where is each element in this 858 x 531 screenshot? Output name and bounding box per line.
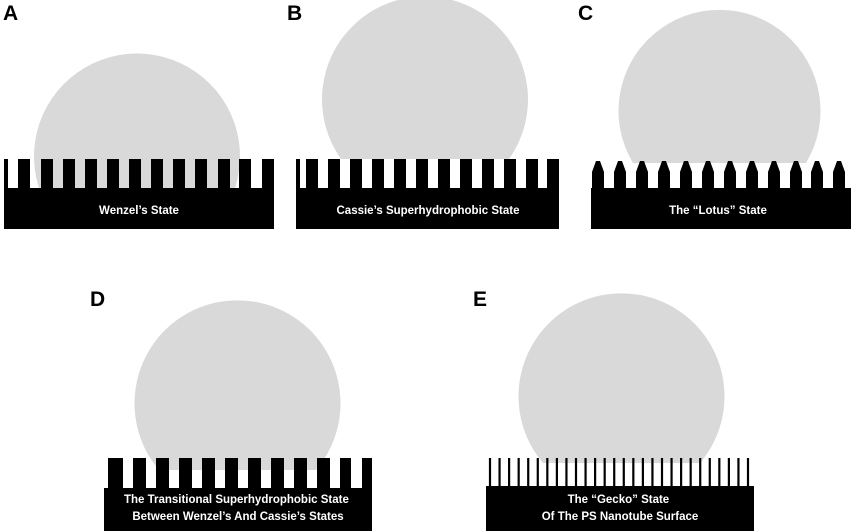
panel-d-surface: [104, 458, 372, 531]
panel-b: B Cassie’s Superhydrophobic State: [287, 0, 559, 229]
panel-c: C The “Lotus” State: [578, 2, 851, 229]
nanotube-pillar: [574, 458, 578, 488]
panel-e-nanotube-array: [488, 458, 750, 488]
panel-c-surface: [591, 161, 851, 229]
nanotube-pillar: [488, 458, 492, 488]
panel-a-caption-line-1: Wenzel’s State: [99, 205, 179, 217]
nanotube-pillar: [708, 458, 711, 488]
nanotube-pillar: [641, 458, 644, 488]
nanotube-pillar: [613, 458, 616, 488]
panel-d-caption-line-1: The Transitional Superhydrophobic State: [124, 494, 349, 506]
nanotube-pillar: [622, 458, 625, 488]
panel-a: A Wenzel’s State: [3, 2, 274, 229]
panel-d-caption-line-2: Between Wenzel’s And Cassie’s States: [132, 511, 343, 523]
nanotube-pillar: [727, 458, 730, 488]
nanotube-pillar: [584, 458, 587, 488]
panel-c-caption-line-1: The “Lotus” State: [669, 205, 767, 217]
nanotube-pillar: [527, 458, 530, 488]
panel-d-caption: The Transitional Superhydrophobic State …: [124, 494, 352, 523]
nanotube-pillar: [660, 458, 664, 488]
panel-b-droplet: [322, 0, 528, 159]
panel-b-letter: B: [287, 2, 302, 25]
panel-e-letter: E: [473, 288, 487, 311]
panel-e-caption: The “Gecko” State Of The PS Nanotube Sur…: [542, 494, 699, 523]
panel-e-caption-line-2: Of The PS Nanotube Surface: [542, 511, 699, 523]
nanotube-pillar: [746, 458, 750, 488]
nanotube-pillar: [699, 458, 702, 488]
nanotube-pillar: [632, 458, 635, 488]
nanotube-pillar: [737, 458, 740, 488]
nanotube-pillar: [498, 458, 501, 488]
panel-b-caption-line-1: Cassie’s Superhydrophobic State: [337, 205, 520, 217]
nanotube-pillar: [508, 458, 511, 488]
panel-a-letter: A: [3, 2, 18, 25]
nanotube-pillar: [517, 458, 520, 488]
nanotube-pillar: [603, 458, 606, 488]
nanotube-pillar: [555, 458, 558, 488]
panel-c-caption: The “Lotus” State: [669, 205, 767, 217]
panel-c-letter: C: [578, 2, 593, 25]
panel-e-substrate: [486, 486, 754, 531]
nanotube-pillar: [536, 458, 539, 488]
nanotube-pillar: [565, 458, 568, 488]
panel-e-caption-line-1: The “Gecko” State: [568, 494, 670, 506]
panel-c-droplet: [618, 9, 821, 164]
nanotube-pillar: [546, 458, 549, 488]
nanotube-pillar: [651, 458, 654, 488]
nanotube-pillar: [594, 458, 597, 488]
panel-b-surface: [296, 159, 559, 229]
panel-b-caption: Cassie’s Superhydrophobic State: [337, 205, 520, 217]
nanotube-pillar: [680, 458, 683, 488]
panel-e: E The “Gecko” State Of The PS Nanotube S…: [473, 288, 754, 531]
panel-d-droplet: [134, 300, 341, 470]
nanotube-pillar: [718, 458, 721, 488]
panel-d-letter: D: [90, 288, 105, 311]
nanotube-pillar: [689, 458, 692, 488]
panel-a-surface: [4, 159, 274, 229]
panel-e-surface: [486, 458, 754, 531]
panel-a-caption: Wenzel’s State: [99, 205, 179, 217]
panel-e-droplet: [518, 293, 725, 463]
nanotube-pillar: [670, 458, 673, 488]
panel-d: D The Transitional Superhydrophobic Stat…: [90, 288, 372, 531]
